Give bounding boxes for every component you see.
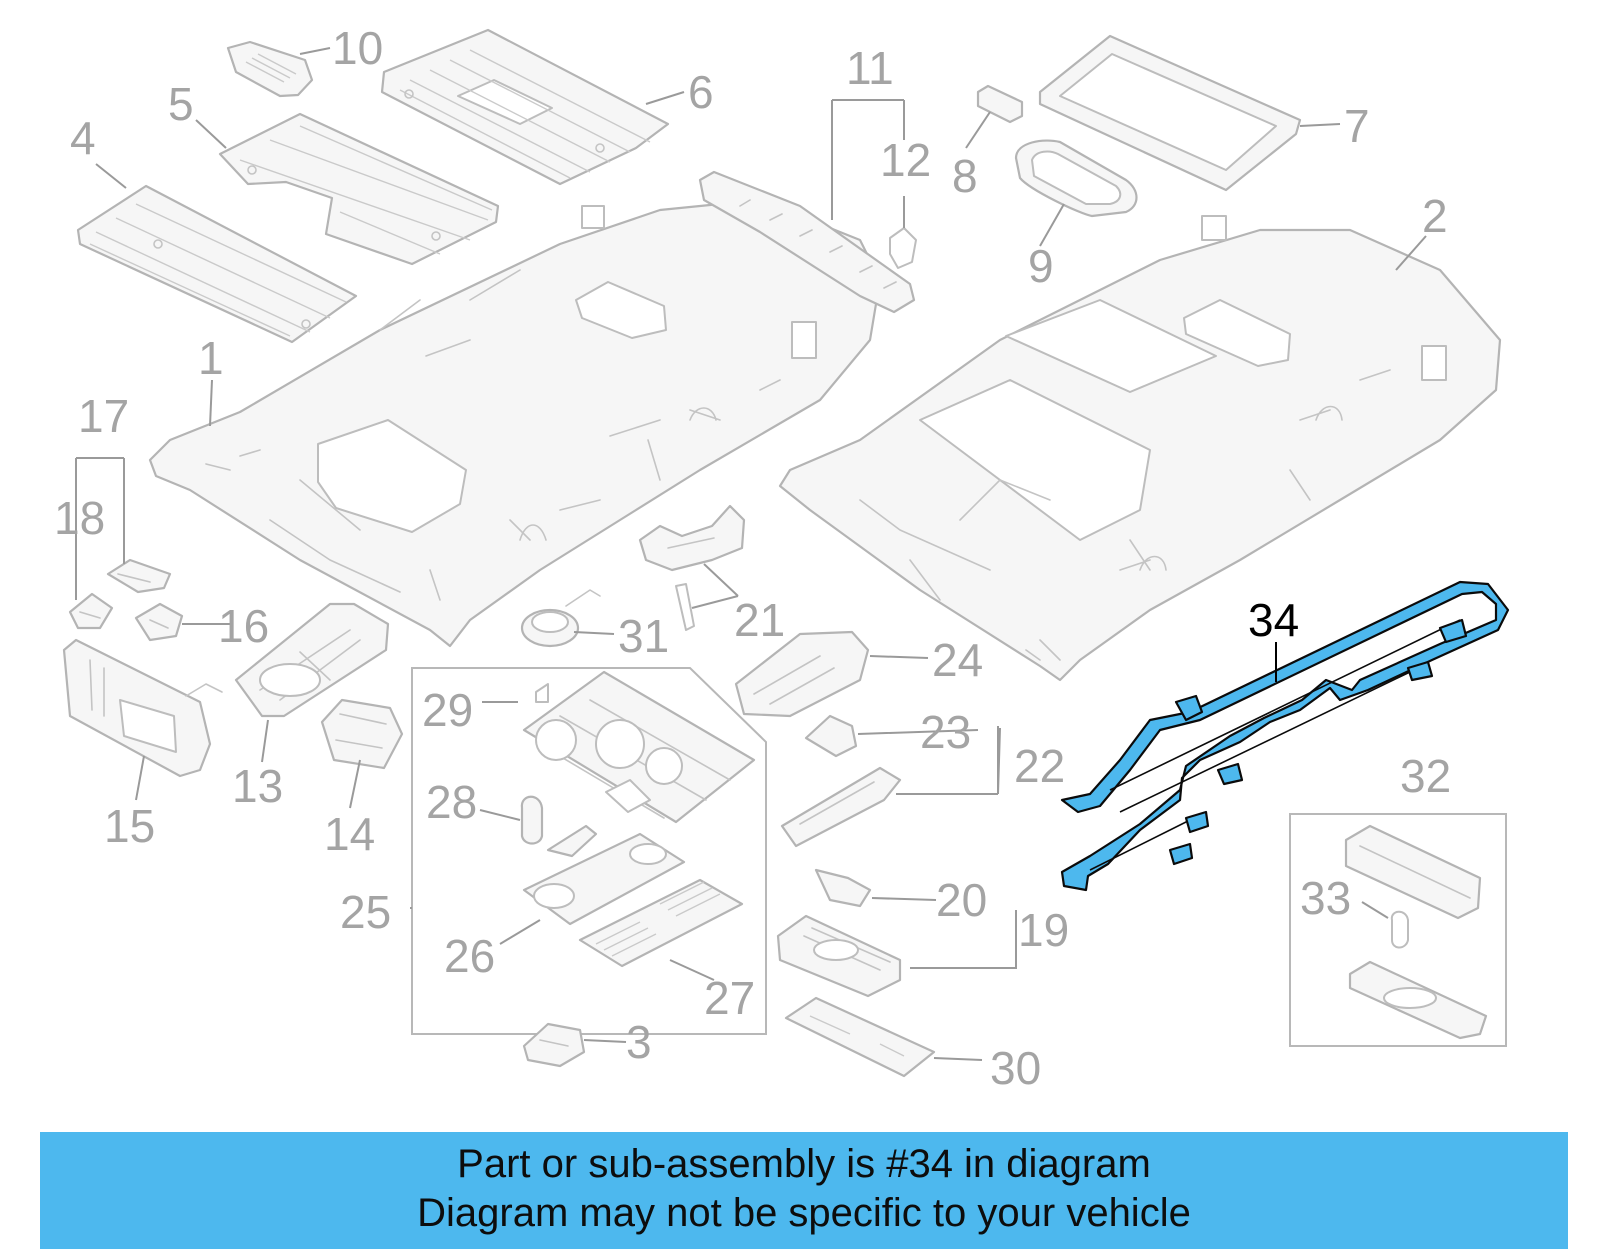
callout-13: 13 (232, 760, 283, 812)
part-32-group-box (1289, 813, 1507, 1047)
callout-28: 28 (426, 776, 477, 828)
callout-27: 27 (704, 972, 755, 1024)
part-19-shape (776, 914, 902, 998)
part-12-shape (698, 170, 917, 314)
part-31-shape (520, 589, 601, 648)
part-22-shape (780, 766, 902, 848)
callout-4: 4 (70, 112, 96, 164)
callout-23: 23 (920, 706, 971, 758)
callout-2: 2 (1422, 190, 1448, 242)
callout-25: 25 (340, 886, 391, 938)
callout-31: 31 (618, 610, 669, 662)
part-1-shape (148, 198, 882, 648)
callout-9: 9 (1028, 240, 1054, 292)
part-28-shape (520, 795, 598, 858)
part-8-shape (976, 84, 1024, 124)
callout-20: 20 (936, 874, 987, 926)
part-21-shape (638, 504, 746, 631)
callout-18: 18 (54, 492, 105, 544)
part-9-shape (1014, 139, 1138, 218)
part-20-shape (814, 868, 872, 908)
part-15-shape (62, 638, 223, 778)
banner-line-disclaimer: Diagram may not be specific to your vehi… (417, 1191, 1191, 1235)
part-27-shape (578, 878, 744, 968)
leader-lines (75, 47, 1427, 1061)
callout-6: 6 (688, 66, 714, 118)
callout-26: 26 (444, 930, 495, 982)
callout-labels: 10 5 4 6 11 12 8 9 7 2 1 17 18 16 31 21 … (54, 22, 1451, 1094)
callout-34: 34 (1248, 594, 1299, 646)
callout-29: 29 (422, 684, 473, 736)
part-26-shape (522, 832, 686, 926)
callout-5: 5 (168, 78, 194, 130)
part-23-shape (804, 714, 858, 758)
callout-11: 11 (846, 42, 894, 94)
part-5-shape (218, 112, 500, 266)
callout-10: 10 (332, 22, 383, 74)
callout-3: 3 (626, 1016, 652, 1068)
callout-30: 30 (990, 1042, 1041, 1094)
part-25-group-box (411, 667, 767, 1035)
part-24-shape (734, 630, 870, 718)
part-2-shape (778, 215, 1502, 682)
part-7-shape (1038, 34, 1302, 192)
callout-32: 32 (1400, 750, 1451, 802)
part-10-shape (226, 40, 314, 98)
part-30-shape (784, 996, 936, 1078)
callout-8: 8 (952, 150, 978, 202)
part-17-18-shape (68, 558, 172, 630)
callout-22: 22 (1014, 740, 1065, 792)
callout-17: 17 (78, 390, 129, 442)
info-banner: Part or sub-assembly is #34 in diagram D… (40, 1132, 1568, 1249)
part-13-shape (234, 602, 390, 718)
callout-21: 21 (734, 594, 785, 646)
callout-7: 7 (1344, 100, 1370, 152)
part-6-shape (380, 28, 670, 186)
callout-15: 15 (104, 800, 155, 852)
part-3-shape (522, 1022, 586, 1068)
callout-33: 33 (1300, 872, 1351, 924)
part-16-shape (134, 602, 184, 642)
callout-19: 19 (1018, 904, 1069, 956)
part-34-harness (1060, 580, 1510, 892)
part-14-shape (320, 698, 404, 770)
callout-12: 12 (880, 134, 931, 186)
part-4-shape (76, 184, 358, 344)
part-25-console-shape (522, 670, 756, 824)
banner-line-part: Part or sub-assembly is #34 in diagram (457, 1142, 1151, 1186)
callout-1: 1 (198, 332, 224, 384)
callout-16: 16 (218, 600, 269, 652)
callout-24: 24 (932, 634, 983, 686)
callout-14: 14 (324, 808, 375, 860)
